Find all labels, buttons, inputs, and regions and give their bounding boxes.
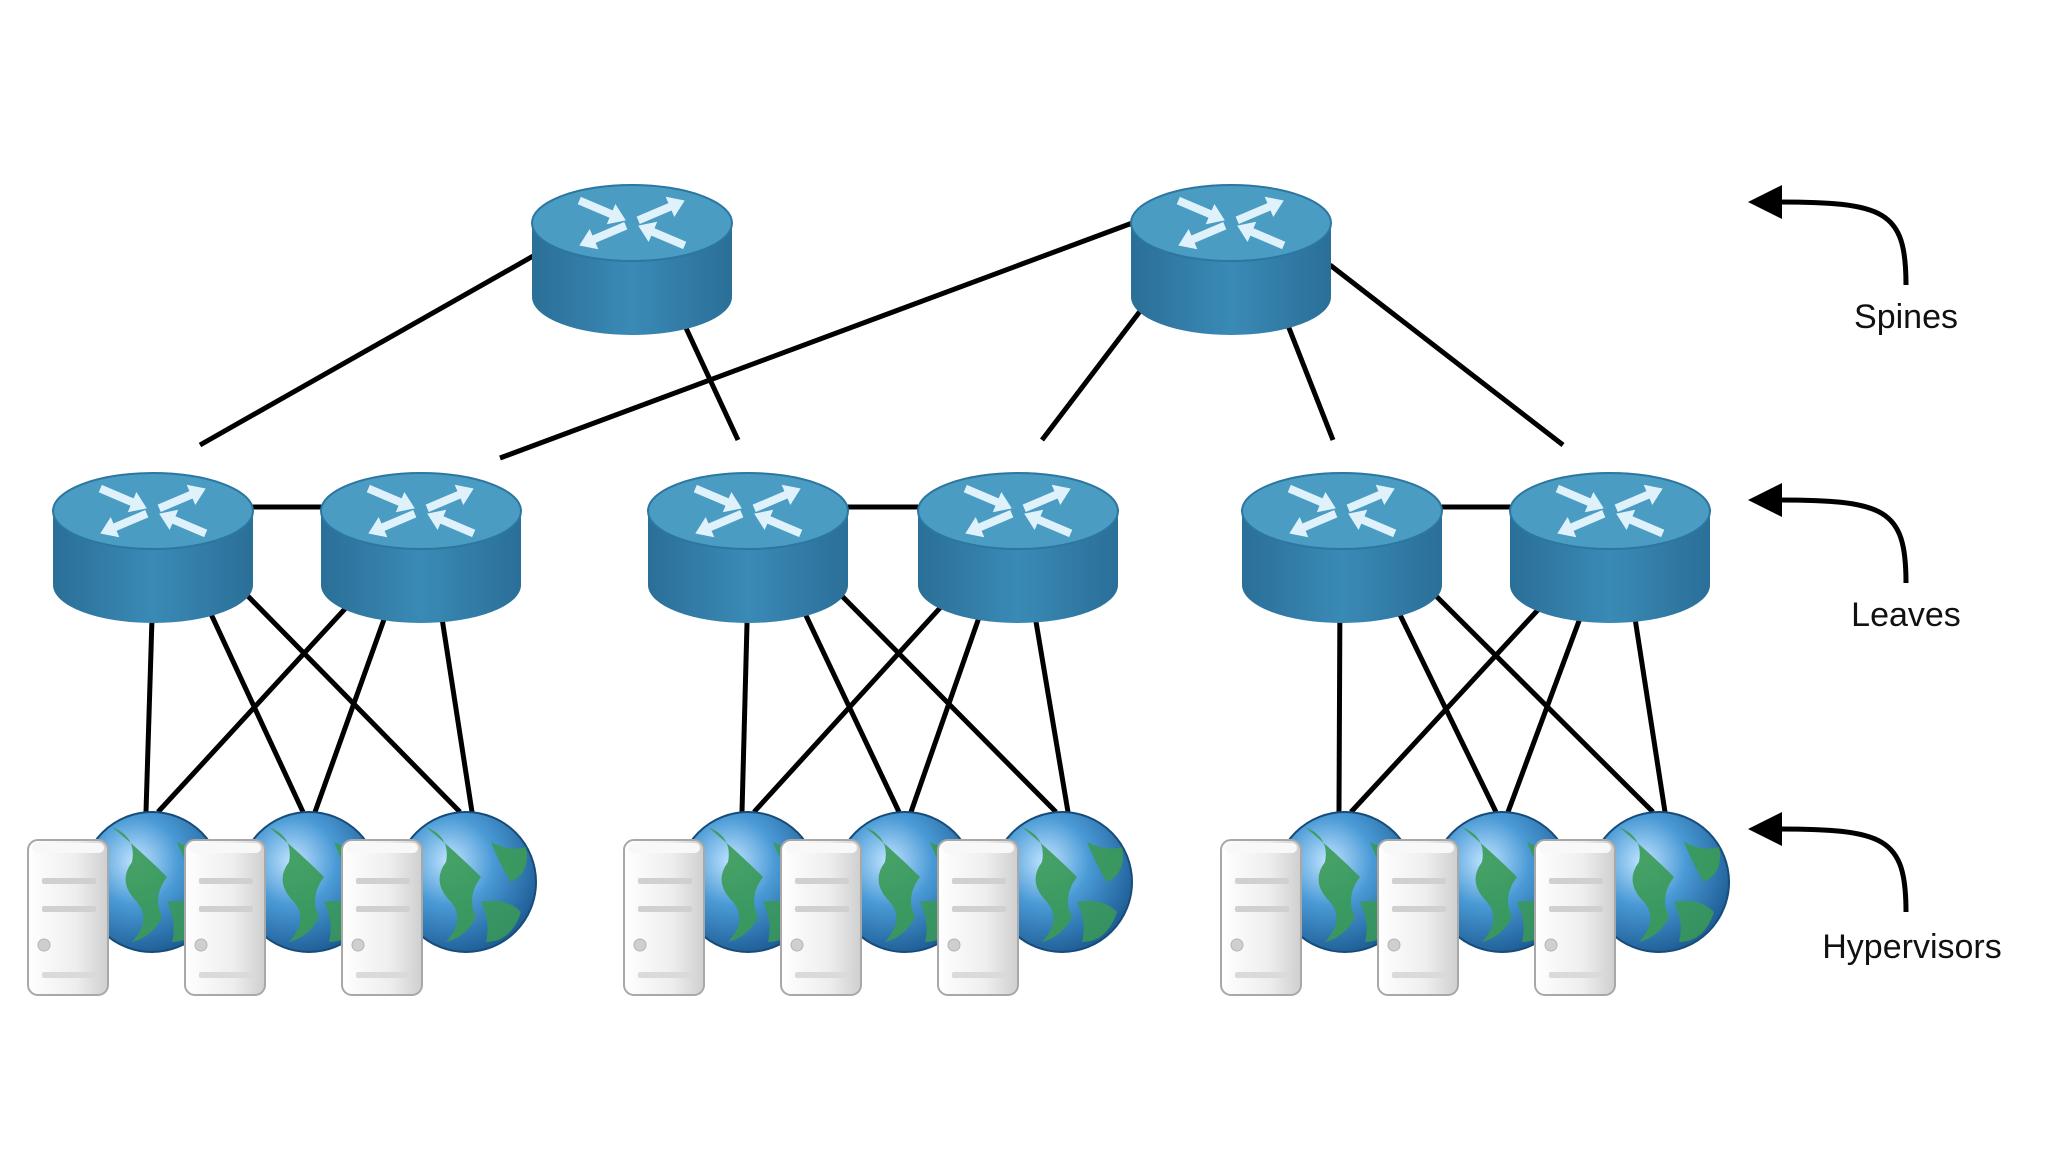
router-top [1509,472,1711,550]
server-icon [1377,839,1459,996]
router-arrows [577,196,687,250]
server-icon [1220,839,1302,996]
network-links [143,219,1668,814]
spine-leaf-link [499,219,1136,461]
leaf-hypervisor-link [1627,585,1668,813]
leaf-hypervisor-link [156,584,368,814]
router-top [917,472,1119,550]
router-top [647,472,849,550]
arrow-head [1748,185,1782,219]
server-icon [341,839,423,996]
leaf-hypervisor-link [830,584,1058,814]
router-top [52,472,254,550]
hypervisor [937,811,1133,996]
leaves-label: Leaves [1851,596,1961,634]
router-arrows [963,484,1073,538]
curved-arrow-left-icon [1774,826,1909,913]
leaf-hypervisor-link [1383,584,1499,814]
leaf-hypervisor-link [1027,585,1071,813]
router-icon [531,184,733,335]
router-icon [1130,184,1332,335]
router-arrows [98,484,208,538]
hypervisor-tier [27,811,1730,996]
router-arrows [366,484,476,538]
router-icon [320,472,522,623]
server-icon [184,839,266,996]
router-icon [52,472,254,623]
router-arrows [1287,484,1397,538]
leaf-hypervisor-link [143,585,156,813]
router-top [531,184,733,262]
leaf-hypervisor-link [1349,584,1562,814]
leaf-hypervisor-link [1336,585,1343,813]
router-top [320,472,522,550]
leaf-hypervisor-link [312,585,399,813]
leaf-hypervisor-link [1505,585,1595,813]
router-icon [647,472,849,623]
leaf-hypervisor-link [195,584,306,814]
hypervisors-label: Hypervisors [1822,928,2001,966]
router-icon [1241,472,1443,623]
server-icon [623,839,705,996]
arrow-head [1748,812,1782,846]
router-tiers [52,184,1711,623]
leaf-hypervisor-link [434,585,475,813]
globe-icon [1588,811,1730,953]
server-icon [1534,839,1616,996]
globe-icon [991,811,1133,953]
leaf-hypervisor-link [236,584,462,814]
leaf-hypervisor-link [1424,584,1655,814]
leaf-hypervisor-link [789,584,902,814]
router-icon [1509,472,1711,623]
server-icon [27,839,109,996]
curved-arrow-left-icon [1774,199,1909,286]
server-icon [937,839,1019,996]
leaf-hypervisor-link [752,584,962,814]
router-icon [917,472,1119,623]
arrow-head [1748,483,1782,517]
tier-annotations: Spines Leaves Hypervisors [1748,185,2002,966]
router-top [1130,184,1332,262]
router-top [1241,472,1443,550]
hypervisor [341,811,537,996]
globe-icon [395,811,537,953]
leaf-hypervisor-link [908,585,993,813]
spines-label: Spines [1854,298,1958,336]
curved-arrow-left-icon [1774,497,1909,584]
spine-leaf-link [1328,263,1565,447]
spine-leaf-link [198,252,537,448]
hypervisor [1534,811,1730,996]
router-arrows [1176,196,1286,250]
server-icon [780,839,862,996]
leaf-hypervisor-link [739,585,751,813]
router-arrows [1555,484,1665,538]
router-arrows [693,484,803,538]
